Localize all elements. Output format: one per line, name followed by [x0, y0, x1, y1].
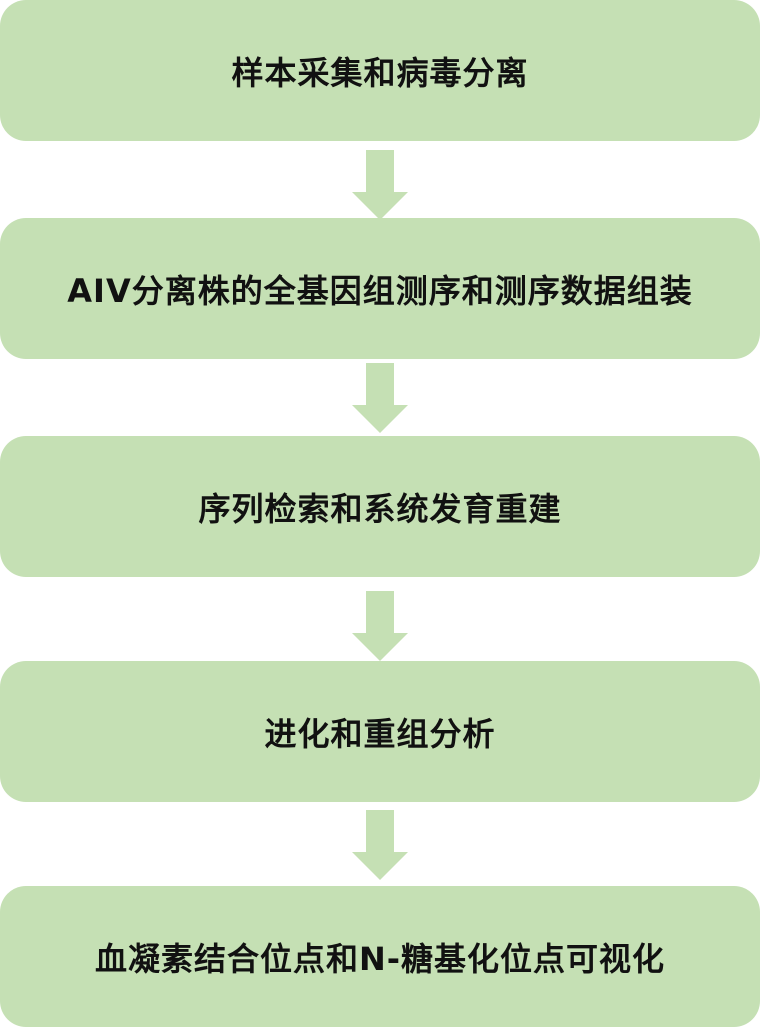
step-label-3: 序列检索和系统发育重建: [198, 489, 562, 528]
step-box-5: 血凝素结合位点和N-糖基化位点可视化: [0, 886, 760, 1027]
step-box-4: 进化和重组分析: [0, 661, 760, 802]
down-arrow-icon-1: [352, 150, 408, 220]
step-box-3: 序列检索和系统发育重建: [0, 436, 760, 577]
down-arrow-icon-3: [352, 591, 408, 661]
down-arrow-icon-4: [352, 810, 408, 880]
step-box-1: 样本采集和病毒分离: [0, 0, 760, 141]
step-label-2: AIV分离株的全基因组测序和测序数据组装: [67, 271, 693, 310]
step-label-5: 血凝素结合位点和N-糖基化位点可视化: [94, 939, 666, 978]
step-label-1: 样本采集和病毒分离: [231, 53, 529, 92]
step-box-2: AIV分离株的全基因组测序和测序数据组装: [0, 218, 760, 359]
step-label-4: 进化和重组分析: [264, 714, 496, 753]
down-arrow-icon-2: [352, 363, 408, 433]
